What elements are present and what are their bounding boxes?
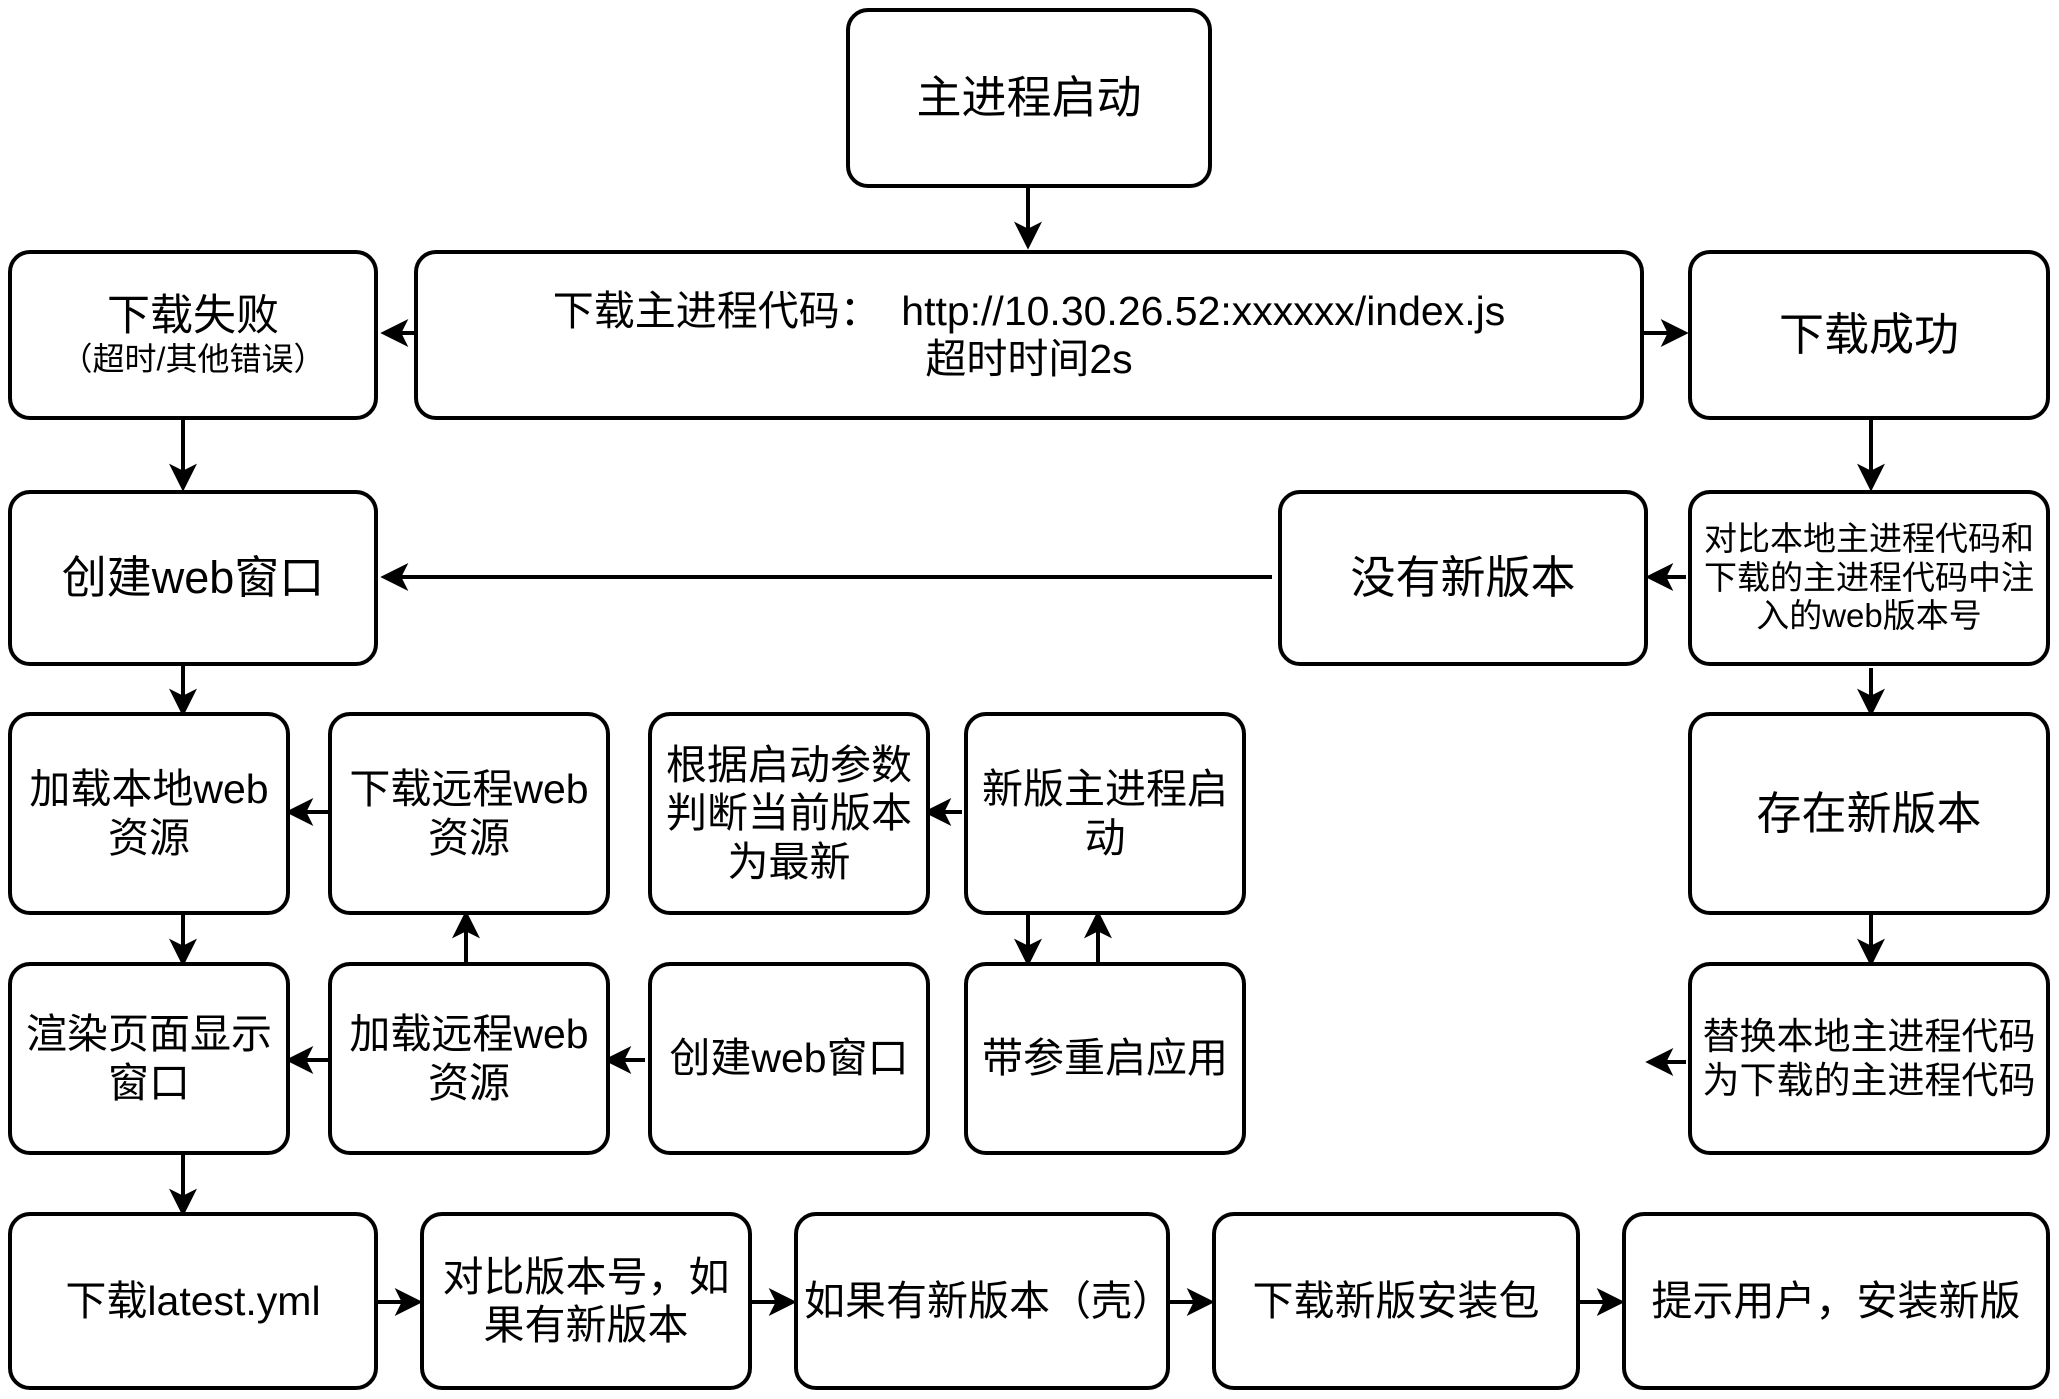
node-replace-local-main-process-code[interactable]: 替换本地主进程代码为下载的主进程代码	[1688, 962, 2050, 1155]
node-sublabel: （超时/其他错误）	[60, 341, 326, 378]
node-label: 对比版本号，如果有新版本	[442, 1253, 730, 1348]
node-label: 带参重启应用	[982, 1035, 1228, 1082]
node-label-line1: 下载主进程代码： http://10.30.26.52:xxxxxx/index…	[552, 287, 1506, 334]
node-label: 渲染页面显示窗口	[26, 1011, 272, 1106]
node-judge-current-version-latest[interactable]: 根据启动参数判断当前版本为最新	[648, 712, 930, 915]
node-main-process-start[interactable]: 主进程启动	[846, 8, 1212, 188]
node-download-success[interactable]: 下载成功	[1688, 250, 2050, 420]
node-download-failed[interactable]: 下载失败 （超时/其他错误）	[8, 250, 378, 420]
node-has-new-version[interactable]: 存在新版本	[1688, 712, 2050, 915]
node-label: 加载本地web资源	[29, 766, 269, 861]
node-label: 替换本地主进程代码为下载的主进程代码	[1702, 1015, 2036, 1101]
node-label: 下载远程web资源	[349, 766, 589, 861]
node-label: 加载远程web资源	[349, 1011, 589, 1106]
node-label: 创建web窗口	[669, 1035, 909, 1082]
node-label: 如果有新版本（壳）	[804, 1277, 1173, 1324]
node-label: 没有新版本	[1350, 552, 1576, 604]
node-compare-version-number[interactable]: 对比版本号，如果有新版本	[420, 1212, 752, 1390]
node-download-latest-yml[interactable]: 下载latest.yml	[8, 1212, 378, 1390]
node-create-web-window-2[interactable]: 创建web窗口	[648, 962, 930, 1155]
node-download-main-process-code[interactable]: 下载主进程代码： http://10.30.26.52:xxxxxx/index…	[414, 250, 1644, 420]
node-label: 根据启动参数判断当前版本为最新	[666, 741, 912, 885]
node-label: 下载新版安装包	[1252, 1277, 1540, 1324]
node-label: 对比本地主进程代码和下载的主进程代码中注入的web版本号	[1704, 519, 2034, 635]
node-label: 下载latest.yml	[65, 1277, 321, 1324]
node-label: 下载成功	[1778, 309, 1959, 361]
node-render-page-show-window[interactable]: 渲染页面显示窗口	[8, 962, 290, 1155]
node-label-line2: 超时时间2s	[925, 336, 1133, 382]
node-label: 创建web窗口	[61, 552, 325, 604]
node-create-web-window-1[interactable]: 创建web窗口	[8, 490, 378, 666]
node-download-remote-web-resource[interactable]: 下载远程web资源	[328, 712, 610, 915]
node-compare-web-version[interactable]: 对比本地主进程代码和下载的主进程代码中注入的web版本号	[1688, 490, 2050, 666]
node-load-local-web-resource[interactable]: 加载本地web资源	[8, 712, 290, 915]
node-download-new-installer[interactable]: 下载新版安装包	[1212, 1212, 1580, 1390]
node-restart-app-with-params[interactable]: 带参重启应用	[964, 962, 1246, 1155]
node-label: 新版主进程启动	[982, 766, 1228, 861]
node-if-new-version-shell[interactable]: 如果有新版本（壳）	[794, 1212, 1173, 1390]
node-load-remote-web-resource[interactable]: 加载远程web资源	[328, 962, 610, 1155]
node-label: 主进程启动	[916, 72, 1142, 124]
node-new-main-process-start[interactable]: 新版主进程启动	[964, 712, 1246, 915]
node-label: 存在新版本	[1756, 787, 1982, 839]
node-label: 提示用户，安装新版	[1651, 1277, 2021, 1324]
node-notify-user-install[interactable]: 提示用户，安装新版	[1622, 1212, 2050, 1390]
node-label: 下载失败	[107, 291, 279, 340]
node-no-new-version[interactable]: 没有新版本	[1278, 490, 1648, 666]
